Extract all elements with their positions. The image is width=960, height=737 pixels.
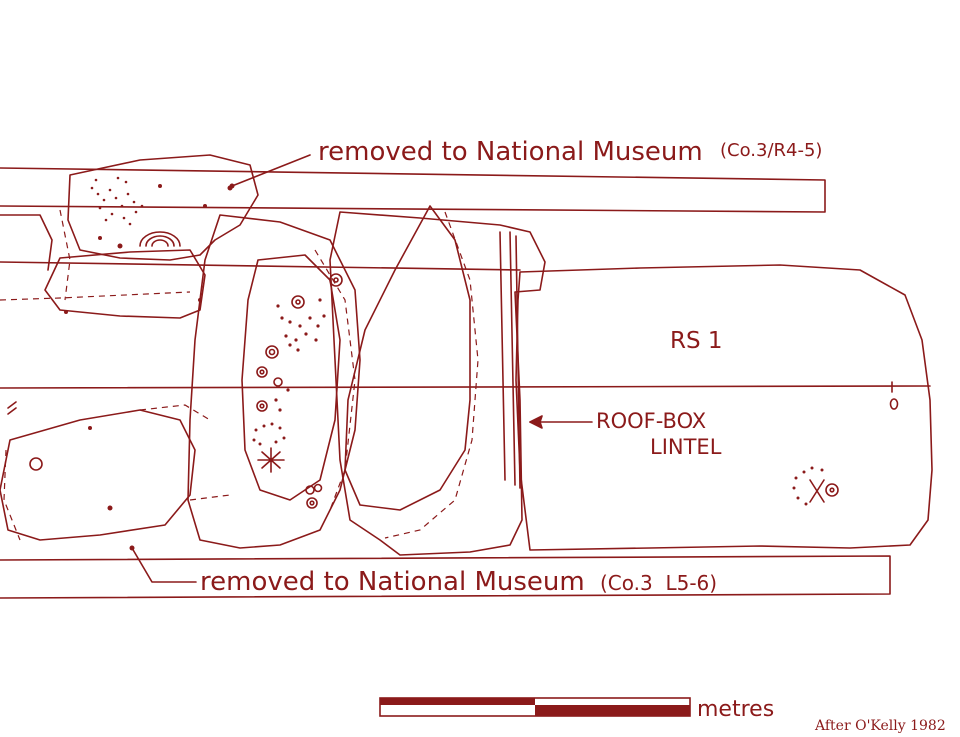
credit-text: After O'Kelly 1982 [814,718,946,734]
bottom-lintel-band [0,555,891,599]
lintel-bands [0,167,931,599]
top-leader-line [231,154,311,187]
decorated-stone [187,214,361,549]
stone-id-label: RS 1 [670,328,723,354]
roofbox-lintel-stone [329,205,546,556]
rs1-motif [792,381,899,506]
stone-rs1 [515,264,933,551]
top-lintel-band [0,167,826,213]
roofbox-label-line1: ROOF-BOX [596,409,706,433]
left-lower-stone [0,401,231,551]
center-axis-line [0,385,931,389]
top-removed-label: removed to National Museum [318,137,703,167]
scale-unit-label: metres [697,697,774,722]
left-middle-stone [0,214,206,319]
upper-left-stone [59,154,259,301]
upper-guide-line [0,261,521,271]
scale-bar: metres [379,697,774,722]
bottom-leader-line [131,547,197,583]
bottom-removed-label: removed to National Museum [200,567,585,597]
roofbox-label-line2: LINTEL [650,435,722,459]
leader-lines [131,154,593,583]
bottom-removed-ref: (Co.3 L5-6) [600,571,717,595]
top-removed-ref: (Co.3/R4-5) [720,140,822,161]
